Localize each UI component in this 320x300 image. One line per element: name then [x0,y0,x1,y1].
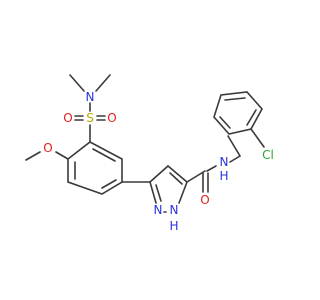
pyrazole-c3-nh [178,181,188,204]
methoxy-o-label: O [43,141,52,155]
benzene-right-double-2 [219,116,231,129]
benzene-right-double-1 [224,97,246,101]
pyrazole-n-c5 [149,181,157,204]
molecule-diagram: N S O O O N N H N H O Cl [25,74,274,233]
sulfonyl-s-label: S [86,111,94,125]
sulfonyl-o-left-label: O [63,111,72,125]
carbonyl-o-label: O [200,193,209,207]
bond-n-ch2 [229,155,241,163]
bond-n-methyl-right [95,74,111,92]
pyrazole-nh-label: N [170,203,179,217]
bond-methoxy-o-methyl [25,151,41,161]
pyrazole-c5-c4 [149,165,169,183]
pyrazole-c4-c3 [167,165,188,183]
chlorine-label: Cl [262,148,274,162]
bond-carbonyl-n [206,165,217,172]
bond-n-methyl-left [69,74,85,92]
pyrazole-n-c5-double [155,184,162,202]
benzene-left-double-2 [101,179,117,189]
bonds [25,74,265,213]
pyrazole-n1-label: N [154,203,163,217]
benzene-right-double-3 [246,109,257,126]
atom-labels: N S O O O N N H N H O Cl [43,90,274,233]
pyrazole-c4-c3-double [169,172,183,185]
amide-h-label: H [219,169,228,183]
pyrazole-nh-h-label: H [169,219,178,233]
structure-svg: N S O O O N N H N H O Cl [25,74,274,233]
amide-n-label: N [220,155,229,169]
bond-ring-cl [250,128,265,148]
bond-ch2-ring [227,135,241,157]
benzene-left-double-1 [92,148,116,162]
sulfonyl-o-right-label: O [107,111,116,125]
bond-ring-methoxy-o [55,151,69,160]
bond-c3-carbonyl [186,170,206,183]
dimethylamine-n-label: N [86,90,95,104]
